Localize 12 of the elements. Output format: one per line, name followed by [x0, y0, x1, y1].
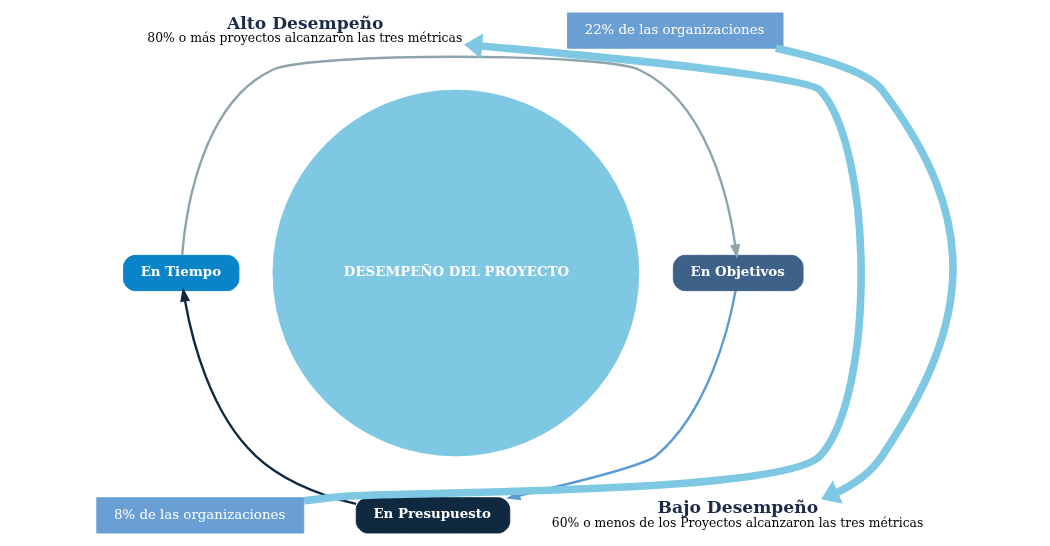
node-box: En Presupuesto	[355, 497, 511, 534]
node-box: 22% de las organizaciones	[567, 12, 784, 49]
node-box: 8% de las organizaciones	[96, 497, 305, 534]
node-box: En Objetivos	[672, 254, 804, 292]
arrow	[181, 55, 741, 259]
node-text: Bajo Desempeño 60% o menos de los Proyectos alcanzaron las tres métricas	[551, 497, 924, 530]
node-box: En Tiempo	[123, 254, 240, 292]
arrow	[303, 33, 865, 505]
arrow	[775, 44, 957, 504]
node-circle: DESEMPEÑO DEL PROYECTO	[272, 89, 640, 457]
node-text: Alto Desempeño 80% o más proyectos alcanzaron las tres métricas	[147, 12, 463, 45]
arrow	[180, 287, 357, 506]
